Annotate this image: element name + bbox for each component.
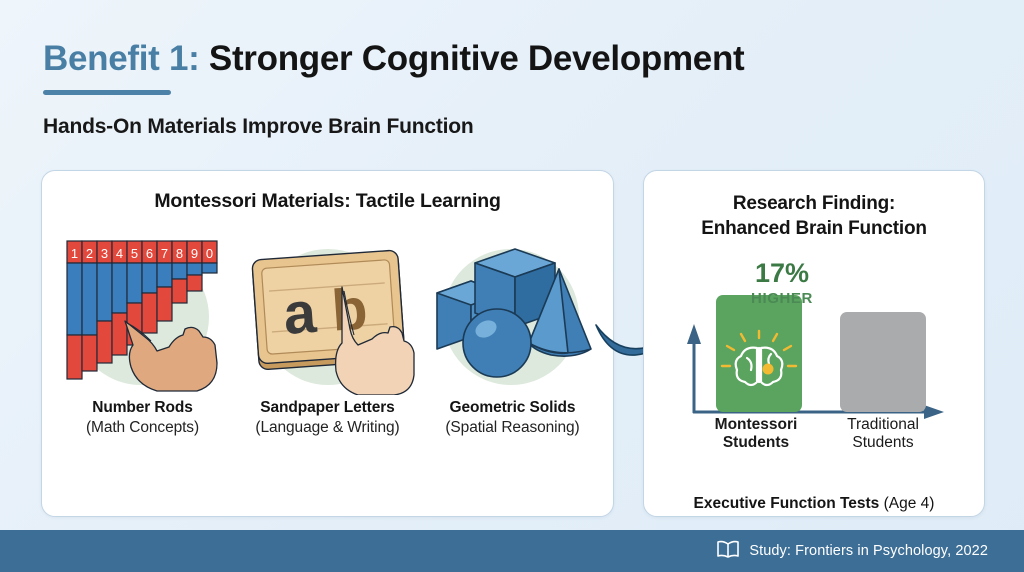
x-axis-label-montessori: Montessori Students — [676, 416, 836, 453]
material-item-geometric-solids: Geometric Solids (Spatial Reasoning) — [420, 225, 605, 437]
footer-text: Study: Frontiers in Psychology, 2022 — [749, 543, 988, 559]
material-subtitle: (Language & Writing) — [255, 419, 400, 436]
x-axis-label-montessori-line2: Students — [722, 434, 790, 452]
svg-text:1: 1 — [70, 246, 77, 261]
x-axis-label-traditional-line1: Traditional — [847, 415, 919, 433]
left-card-title: Montessori Materials: Tactile Learning — [154, 190, 501, 212]
research-finding-card: Research Finding: Enhanced Brain Functio… — [643, 170, 985, 517]
y-axis-arrow-icon — [687, 323, 701, 344]
page-header: Benefit 1: Stronger Cognitive Developmen… — [43, 39, 983, 139]
montessori-materials-card: Montessori Materials: Tactile Learning — [41, 170, 614, 517]
percentage-value: 17% — [754, 257, 810, 288]
material-subtitle: (Math Concepts) — [85, 419, 200, 436]
x-axis-label-traditional-line2: Students — [852, 434, 914, 452]
x-axis-arrow-icon — [924, 404, 944, 419]
material-title: Sandpaper Letters — [260, 399, 395, 416]
x-axis-label-traditional: Traditional Students — [808, 416, 958, 453]
svg-text:9: 9 — [190, 246, 197, 261]
svg-text:7: 7 — [160, 246, 167, 261]
svg-text:6: 6 — [145, 246, 152, 261]
svg-text:4: 4 — [115, 246, 122, 261]
material-subtitle: (Spatial Reasoning) — [445, 419, 580, 436]
svg-text:0: 0 — [205, 246, 212, 261]
svg-text:5: 5 — [130, 246, 137, 261]
brain-icon — [720, 329, 798, 386]
right-card-title: Research Finding: Enhanced Brain Functio… — [644, 191, 984, 242]
page-subtitle: Hands-On Materials Improve Brain Functio… — [43, 114, 474, 138]
page-title: Benefit 1: Stronger Cognitive Developmen… — [43, 39, 983, 79]
x-axis-label-montessori-line1: Montessori — [714, 415, 798, 433]
percentage-label: HIGHER — [751, 289, 813, 307]
open-book-icon — [716, 539, 740, 564]
footer-bar: Study: Frontiers in Psychology, 2022 — [0, 530, 1024, 572]
material-title: Number Rods — [92, 399, 193, 416]
svg-text:8: 8 — [175, 246, 182, 261]
right-card-title-line1: Research Finding: — [732, 193, 896, 214]
x-axis-labels: Montessori Students Traditional Students — [644, 416, 984, 453]
percentage-callout: 17% HIGHER — [722, 257, 842, 307]
svg-text:3: 3 — [100, 246, 107, 261]
title-rest: Stronger Cognitive Development — [199, 39, 745, 78]
material-title: Geometric Solids — [449, 399, 576, 416]
svg-text:2: 2 — [85, 246, 92, 261]
material-item-sandpaper-letters: a b Sandpaper Letters (Language & Writin… — [235, 225, 420, 437]
chart-caption: Executive Function Tests (Age 4) — [644, 495, 984, 513]
chart-svg — [687, 294, 944, 419]
bar-chart: 17% HIGHER Montessori Students Tradition… — [644, 246, 984, 512]
title-underline — [43, 89, 171, 95]
right-card-title-line2: Enhanced Brain Function — [701, 218, 927, 240]
geometric-solids-icon — [423, 225, 603, 395]
chart-caption-rest: (Age 4) — [879, 494, 935, 512]
benefit-label: Benefit 1: — [43, 39, 200, 78]
sandpaper-letters-icon: a b — [238, 225, 418, 395]
chart-caption-bold: Executive Function Tests — [693, 494, 880, 512]
svg-text:a: a — [281, 280, 318, 347]
bar-traditional — [840, 311, 926, 412]
